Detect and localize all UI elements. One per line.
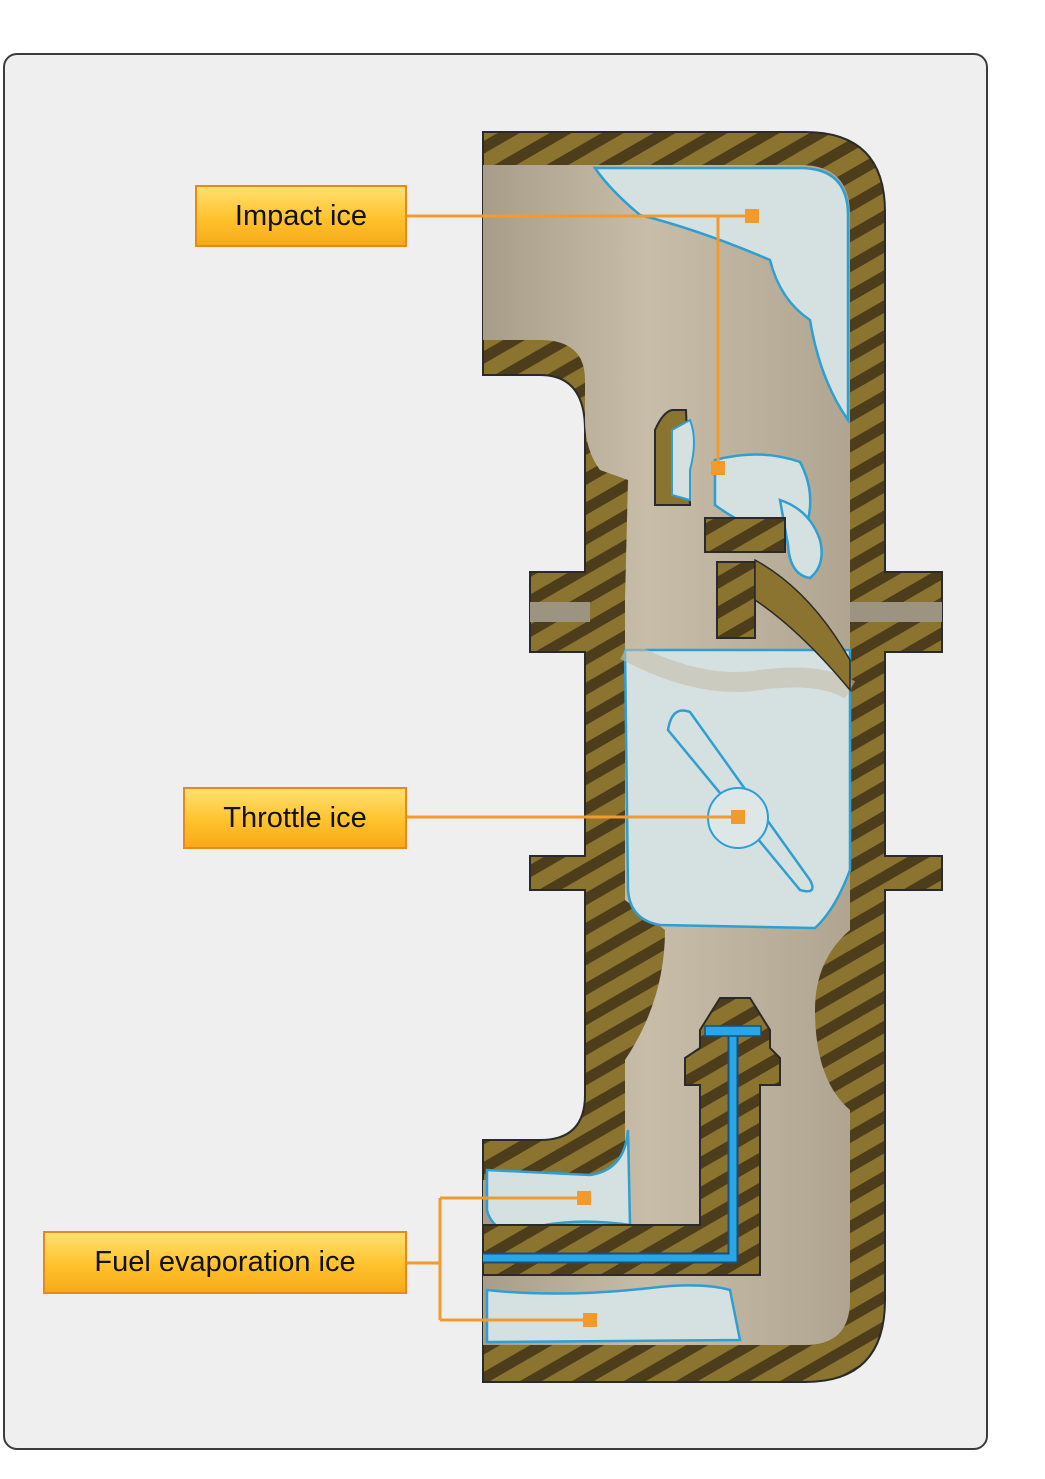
impact-ice-label: Impact ice bbox=[195, 185, 407, 247]
fuel-evaporation-ice-label: Fuel evaporation ice bbox=[43, 1231, 407, 1294]
venturi-block bbox=[704, 517, 851, 693]
throttle-ice-label: Throttle ice bbox=[183, 787, 407, 849]
main-discharge-nozzle bbox=[654, 409, 695, 506]
fuel-nozzle bbox=[482, 997, 781, 1276]
leader-lines bbox=[405, 214, 752, 1322]
leader-markers bbox=[577, 209, 759, 1327]
